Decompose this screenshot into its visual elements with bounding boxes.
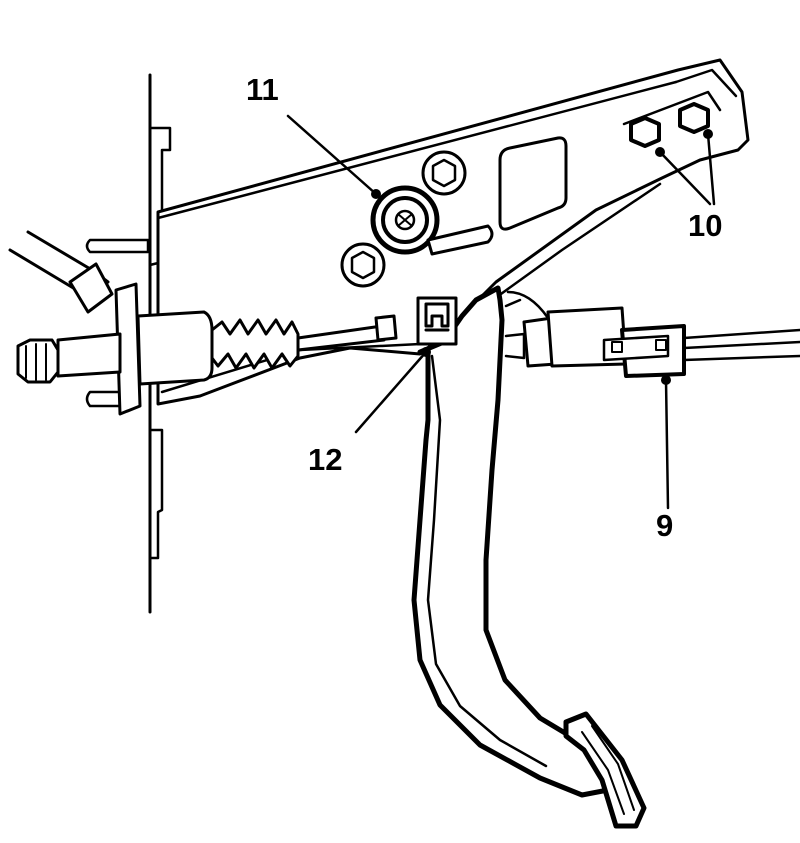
leader-line-10b [706, 132, 716, 206]
leader-dot-10b [703, 129, 713, 139]
leader-dot-10a [655, 147, 665, 157]
leader-dot-11 [371, 189, 381, 199]
clutch-pedal-arm [411, 285, 647, 829]
leader-dot-12 [421, 347, 431, 357]
pedal-position-switch [416, 296, 458, 346]
callout-label-10: 10 [688, 208, 722, 243]
leader-line-9 [664, 378, 670, 510]
master-cylinder-assembly [8, 230, 398, 416]
callout-label-12: 12 [308, 442, 342, 477]
leader-line-10a [658, 150, 712, 206]
leader-lines [286, 114, 716, 510]
callout-label-11: 11 [246, 72, 279, 107]
mounting-nut-left [629, 116, 661, 148]
callout-label-9: 9 [656, 508, 673, 543]
leader-line-11 [286, 114, 378, 196]
bracket-bolt-upper [421, 150, 467, 196]
pedal-pivot-bush [370, 185, 494, 256]
leader-line-12 [354, 350, 428, 434]
bracket-bolt-lower [340, 242, 386, 288]
wiring-connector [504, 290, 800, 378]
mounting-nut-right [678, 102, 710, 134]
leader-dot-9 [661, 375, 671, 385]
